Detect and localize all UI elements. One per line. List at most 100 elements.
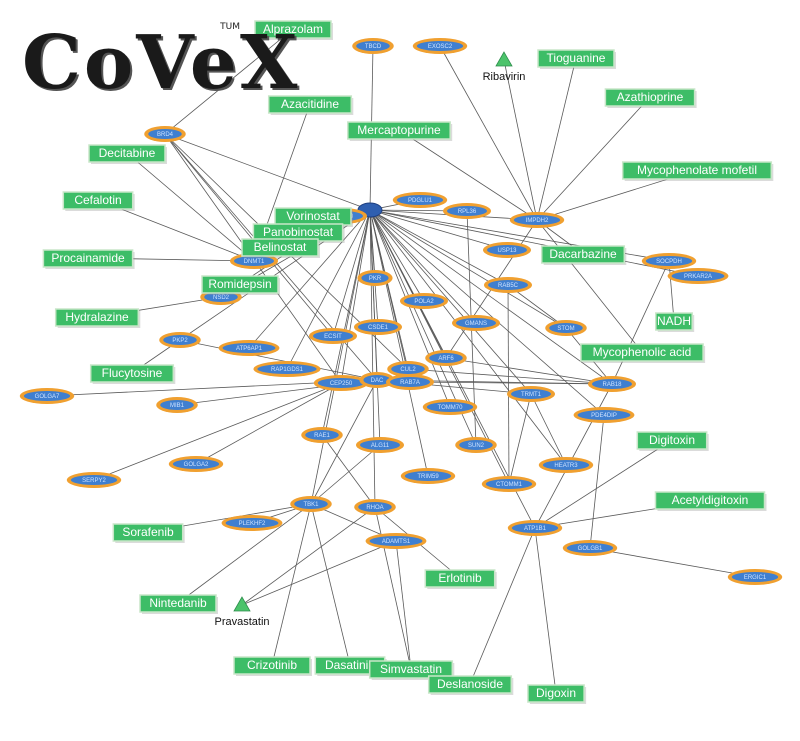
gene-node-cul2[interactable]: CUL2 (387, 361, 429, 377)
edge-virus-cep250 (340, 209, 371, 384)
drug-node-acetyldigitoxin[interactable]: Acetyldigitoxin (654, 491, 767, 511)
drug-node-digoxin[interactable]: Digoxin (527, 684, 587, 704)
edge-simvastatin-rhoa (374, 506, 412, 670)
gene-node-label: RAB7A (400, 380, 420, 386)
gene-node-pkr[interactable]: PKR (357, 270, 393, 286)
drug-node-romidepsin[interactable]: Romidepsin (201, 275, 280, 295)
triangle-node-pravastatin[interactable]: Pravastatin (214, 596, 270, 628)
drug-node-deslanoside[interactable]: Deslanoside (427, 675, 514, 695)
gene-node-serpy2[interactable]: SERPY2 (66, 472, 122, 488)
logo-superscript: TUM (220, 22, 240, 32)
gene-node-cep250[interactable]: CEP250 (313, 375, 369, 391)
drug-node-tioguanine[interactable]: Tioguanine (537, 49, 616, 69)
drug-node-flucytosine[interactable]: Flucytosine (89, 364, 176, 384)
drug-node-erlotinib[interactable]: Erlotinib (424, 569, 497, 589)
gene-node-tbk1[interactable]: TBK1 (290, 496, 332, 512)
edge-cul2-rab18 (407, 368, 613, 385)
gene-node-mib1[interactable]: MIB1 (156, 397, 198, 413)
drug-node-dacarbazine[interactable]: Dacarbazine (540, 245, 627, 265)
gene-node-prkar2a[interactable]: PRKAR2A (667, 268, 729, 284)
drug-node-nadh[interactable]: NADH (655, 312, 695, 332)
drug-node-hydralazine[interactable]: Hydralazine (54, 308, 141, 328)
gene-node-core (294, 499, 328, 509)
gene-node-socpdh[interactable]: SOCPDH (641, 253, 697, 269)
edge-nadh-socpdh (668, 260, 675, 322)
drug-node-sorafenib[interactable]: Sorafenib (112, 523, 185, 543)
edge-golgb1-ergic1 (589, 547, 756, 578)
gene-node-algt1[interactable]: ALG11 (356, 437, 404, 453)
gene-node-label: TRIM59 (417, 474, 439, 480)
drug-node-vorinostat[interactable]: Vorinostat (274, 207, 353, 227)
gene-node-ergic1[interactable]: ERGIC1 (727, 569, 783, 585)
gene-node-rab5c[interactable]: RAB5C (484, 277, 532, 293)
gene-node-rpl36[interactable]: RPL36 (443, 203, 491, 219)
drug-node-box (42, 249, 134, 268)
drug-node-crizotinib[interactable]: Crizotinib (233, 656, 312, 676)
gene-node-gmans[interactable]: GMANS (452, 315, 500, 331)
edge-cep250-golga2 (195, 382, 342, 465)
gene-node-golga2[interactable]: GOLGA2 (168, 456, 224, 472)
drug-node-label: Tioguanine (547, 51, 606, 65)
triangle-marker-icon (495, 51, 513, 67)
gene-node-atp1b1[interactable]: ATP1B1 (507, 520, 563, 536)
gene-node-golga7[interactable]: GOLGA7 (19, 388, 75, 404)
gene-node-heatr3[interactable]: HEATR3 (538, 457, 594, 473)
gene-node-tomm70[interactable]: TOMM70 (422, 399, 478, 415)
drug-node-procainamide[interactable]: Procainamide (42, 249, 135, 269)
gene-node-label: POLA2 (414, 299, 434, 305)
gene-node-adamts1[interactable]: ADAMTS1 (365, 533, 427, 549)
drug-node-box (347, 121, 451, 140)
drug-node-label: Mercaptopurine (357, 123, 441, 137)
gene-node-rab18[interactable]: RAB18 (588, 376, 636, 392)
drug-node-azacitidine[interactable]: Azacitidine (267, 95, 354, 115)
drug-node-label: Nintedanib (149, 596, 207, 610)
drug-node-belinostat[interactable]: Belinostat (241, 238, 320, 258)
gene-node-tbcd[interactable]: TBCD (352, 38, 394, 54)
drug-node-alprazolam[interactable]: Alprazolam (254, 20, 333, 40)
gene-node-dnmt1[interactable]: DNMT1 (230, 253, 278, 269)
drug-node-mycophenolic_acid[interactable]: Mycophenolic acid (580, 343, 706, 363)
drug-node-digitoxin[interactable]: Digitoxin (636, 431, 709, 451)
gene-node-rae1[interactable]: RAE1 (301, 427, 343, 443)
drug-node-cefalotin[interactable]: Cefalotin (62, 191, 135, 211)
gene-node-rhoa[interactable]: RHOA (354, 499, 396, 515)
drug-node-mercaptopurine[interactable]: Mercaptopurine (347, 121, 453, 141)
drug-node-box (424, 569, 496, 588)
gene-node-stom[interactable]: STOM (545, 320, 587, 336)
gene-node-pdglu1[interactable]: PDGLU1 (392, 192, 448, 208)
gene-node-ecsit[interactable]: ECSIT (309, 328, 357, 344)
gene-node-exosc2[interactable]: EXOSC2 (412, 38, 468, 54)
drug-node-decitabine[interactable]: Decitabine (88, 144, 167, 164)
gene-node-core (172, 459, 220, 469)
edge-pde4dip-golgb1 (589, 414, 605, 549)
gene-node-csde1[interactable]: CSDE1 (354, 319, 402, 335)
gene-node-atp6ap1[interactable]: ATP6AP1 (218, 340, 280, 356)
edge-mycophenolic_acid-impdh2 (536, 219, 643, 353)
gene-node-plekhf2[interactable]: PLEKHF2 (221, 515, 283, 531)
gene-node-sun2[interactable]: SUN2 (455, 437, 497, 453)
drug-node-azathioprine[interactable]: Azathioprine (604, 88, 697, 108)
gene-node-pde4dip[interactable]: PDE4DIP (573, 407, 635, 423)
gene-node-rap1gds1[interactable]: RAP1GDS1 (253, 361, 321, 377)
gene-node-trim59[interactable]: TRIM59 (400, 468, 456, 484)
gene-node-ctomm1[interactable]: CTOMM1 (481, 476, 537, 492)
gene-node-brd4[interactable]: BRD4 (144, 126, 186, 142)
edge-virus-rab5c (369, 209, 509, 286)
gene-node-arf6[interactable]: ARF6 (425, 350, 467, 366)
gene-node-dac[interactable]: DAC (359, 372, 395, 388)
gene-node-pkp2[interactable]: PKP2 (159, 332, 201, 348)
drug-node-label: Azacitidine (281, 97, 339, 111)
edge-virus-usp13 (369, 209, 508, 251)
gene-node-trmt1[interactable]: TRMT1 (507, 386, 555, 402)
gene-node-usp13[interactable]: USP13 (483, 242, 531, 258)
gene-node-impdh2[interactable]: IMPDH2 (509, 212, 565, 228)
gene-node-rab7a[interactable]: RAB7A (386, 374, 434, 390)
gene-node-golgb1[interactable]: GOLGB1 (562, 540, 618, 556)
triangle-node-ribavirin[interactable]: Ribavirin (483, 51, 526, 83)
gene-node-label: PDGLU1 (408, 198, 433, 204)
drug-node-nintedanib[interactable]: Nintedanib (139, 594, 218, 614)
drug-node-label: Azathioprine (617, 90, 684, 104)
gene-node-polaa[interactable]: POLA2 (400, 293, 448, 309)
drug-node-mycophenolate_mofetil[interactable]: Mycophenolate mofetil (621, 161, 774, 181)
